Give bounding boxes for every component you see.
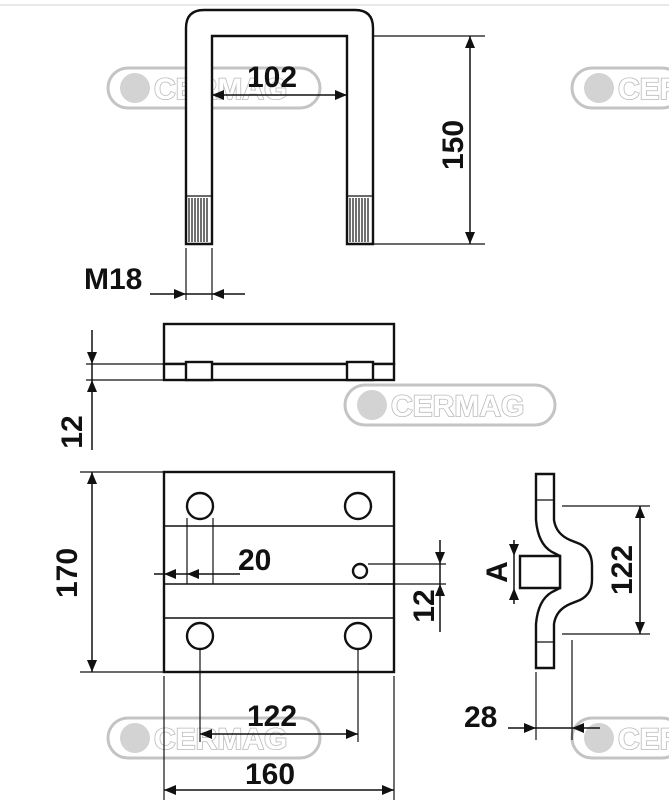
dim-160: 160 [163, 676, 395, 800]
dim-label-102: 102 [247, 61, 297, 94]
dim-122-horizontal: 122 [199, 650, 359, 742]
watermark-middle: CERMAG [343, 383, 557, 427]
plate-front-view [162, 470, 396, 674]
dim-28: 28 [464, 640, 600, 740]
watermark-top-center: CERMAG [106, 66, 322, 110]
dim-170: 170 [51, 471, 164, 673]
bolt-end-left [184, 360, 214, 382]
thread-hatch-right [349, 198, 369, 242]
watermark-brand: CERMAG [154, 73, 287, 106]
dim-label-12-offset: 12 [408, 589, 441, 622]
hole-bottom-left [185, 621, 215, 651]
plate-side-view [162, 322, 396, 382]
dim-label-150: 150 [437, 120, 470, 170]
hole-top-right [343, 491, 373, 521]
watermark-brand: CERMAG [391, 390, 524, 423]
dim-label-122-horizontal: 122 [247, 700, 297, 733]
side-profile-inner [518, 554, 562, 590]
dim-150: 150 [373, 35, 485, 245]
u-bolt-body [184, 8, 375, 246]
dim-12-thickness: 12 [56, 330, 164, 450]
dim-20: 20 [154, 544, 271, 579]
dim-label-160: 160 [245, 758, 295, 791]
watermark-top-right: CERMAG [570, 66, 669, 110]
thread-hatch-left [188, 198, 208, 242]
dim-122-vertical: 122 [562, 505, 650, 635]
dim-label-122-vertical: 122 [606, 545, 639, 595]
watermark-bottom-left: CERMAG [106, 716, 322, 760]
dim-102: 102 [212, 61, 347, 100]
watermark-brand: CERMAG [618, 723, 669, 756]
side-profile [518, 472, 594, 670]
dim-a: A [481, 540, 519, 604]
plate-side-body [162, 322, 396, 366]
dim-label-28: 28 [464, 701, 497, 734]
dim-label-20: 20 [238, 544, 271, 577]
plate-side-bottom [162, 362, 396, 382]
dim-m18: M18 [84, 248, 245, 300]
hole-bottom-right [343, 621, 373, 651]
bolt-end-right [345, 360, 375, 382]
u-bolt [184, 8, 375, 246]
dim-label-m18: M18 [84, 263, 142, 296]
dim-label-170: 170 [51, 548, 84, 598]
hole-top-left [185, 491, 215, 521]
hole-small [351, 562, 369, 580]
watermark-brand: CERMAG [618, 73, 669, 106]
watermark-bottom-right: CERMAG [570, 716, 669, 760]
dim-label-a: A [481, 561, 514, 583]
dim-12-offset: 12 [368, 540, 446, 632]
watermark-brand: CERMAG [154, 723, 287, 756]
dim-label-12-thickness: 12 [56, 415, 89, 448]
